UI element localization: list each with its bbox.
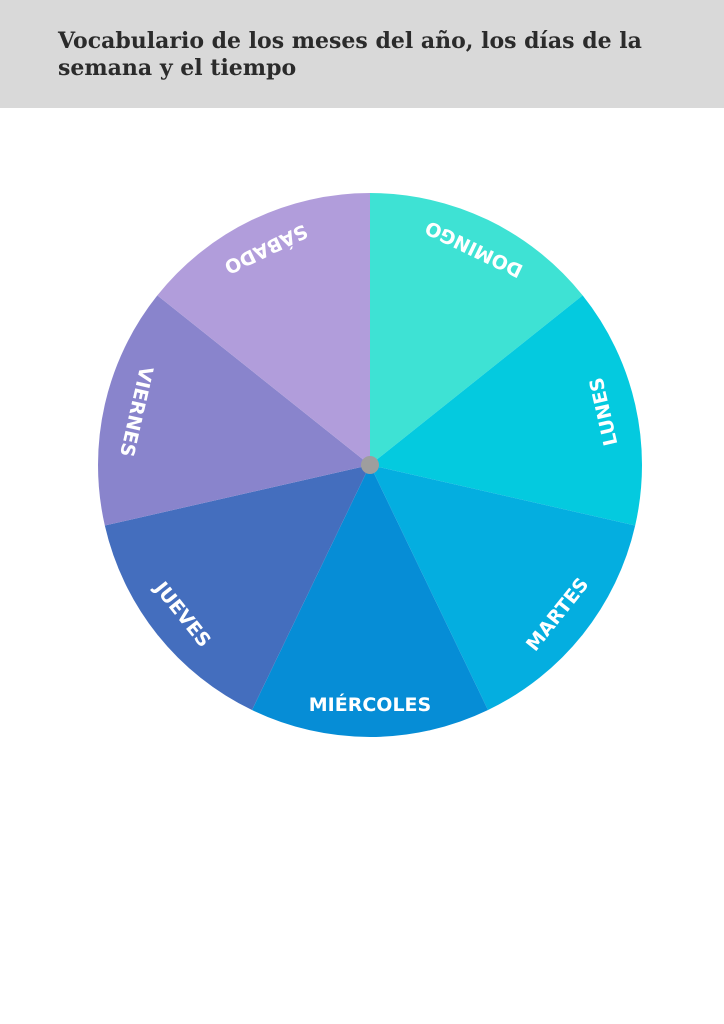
header-bar: Vocabulario de los meses del año, los dí… [0, 0, 724, 108]
wheel-segment-6 [157, 193, 370, 465]
wheel-segment-2 [370, 465, 636, 711]
wheel-segment-5 [97, 295, 370, 526]
wheel-segment-0 [370, 193, 583, 465]
wheel-hub [361, 456, 379, 474]
wheel-segment-4 [104, 465, 370, 711]
wheel-segment-3 [251, 465, 489, 737]
page-title: Vocabulario de los meses del año, los dí… [58, 28, 642, 81]
wheel-label-3: MIÉRCOLES [309, 693, 431, 716]
wheel-segment-1 [370, 295, 643, 526]
